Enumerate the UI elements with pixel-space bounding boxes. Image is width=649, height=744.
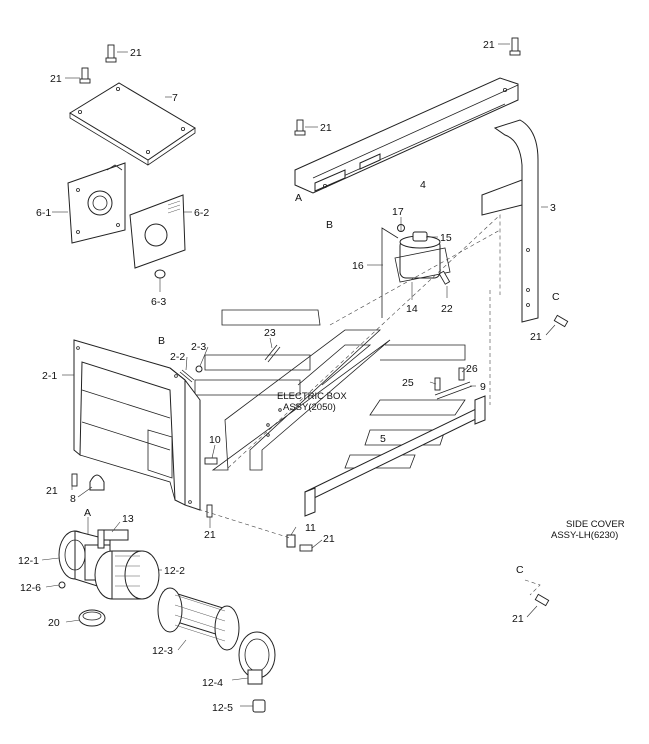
clamp-11 bbox=[286, 534, 296, 548]
bracket-8 bbox=[89, 474, 105, 491]
note-electric-box-line1: ELECTRIC BOX bbox=[277, 391, 347, 402]
label-25: 25 bbox=[402, 377, 414, 389]
bolt-icon bbox=[294, 119, 306, 136]
label-21: 21 bbox=[530, 331, 542, 343]
element-12-3 bbox=[157, 587, 240, 651]
frame-4 bbox=[294, 77, 519, 194]
label-12-3: 12-3 bbox=[152, 645, 173, 657]
label-15: 15 bbox=[440, 232, 452, 244]
label-21: 21 bbox=[320, 122, 332, 134]
label-2-1: 2-1 bbox=[42, 370, 57, 382]
bolt-icon bbox=[299, 544, 313, 552]
bolt-icon bbox=[105, 44, 117, 63]
label-9: 9 bbox=[480, 381, 486, 393]
post-3 bbox=[481, 119, 539, 323]
label-17: 17 bbox=[392, 206, 404, 218]
clamp-20 bbox=[78, 609, 106, 627]
electric-box-outline bbox=[194, 214, 501, 471]
label-22: 22 bbox=[441, 303, 453, 315]
label-C: C bbox=[516, 564, 524, 576]
label-23: 23 bbox=[264, 327, 276, 339]
bolt-icon bbox=[434, 377, 441, 391]
reservoir-tank-15 bbox=[394, 231, 451, 283]
label-21: 21 bbox=[512, 613, 524, 625]
label-21: 21 bbox=[130, 47, 142, 59]
bolt-icon bbox=[204, 457, 218, 465]
label-10: 10 bbox=[209, 434, 221, 446]
clip-2-3 bbox=[195, 365, 203, 373]
label-6-2: 6-2 bbox=[194, 207, 209, 219]
callout-labels: 21 21 7 21 21 4 A B 3 6-1 6-2 6-3 17 15 … bbox=[18, 39, 625, 714]
label-6-1: 6-1 bbox=[36, 207, 51, 219]
label-21: 21 bbox=[323, 533, 335, 545]
label-2-3: 2-3 bbox=[191, 341, 206, 353]
label-6-3: 6-3 bbox=[151, 296, 166, 308]
bar-9 bbox=[434, 381, 473, 400]
frame-2-1 bbox=[73, 339, 201, 511]
label-16: 16 bbox=[352, 260, 364, 272]
label-3: 3 bbox=[550, 202, 556, 214]
bolt-icon bbox=[79, 67, 91, 84]
label-21: 21 bbox=[46, 485, 58, 497]
bolt-icon bbox=[534, 593, 550, 607]
cover-plate-7 bbox=[69, 82, 196, 166]
bolt-icon bbox=[458, 367, 465, 381]
label-21: 21 bbox=[50, 73, 62, 85]
label-21: 21 bbox=[483, 39, 495, 51]
hose-16 bbox=[381, 227, 399, 318]
label-5: 5 bbox=[380, 433, 386, 445]
label-12-2: 12-2 bbox=[164, 565, 185, 577]
bolt-icon bbox=[509, 37, 521, 56]
label-12-1: 12-1 bbox=[18, 555, 39, 567]
bracket-6-2 bbox=[129, 194, 186, 269]
element-12-2 bbox=[94, 550, 160, 600]
bolt-icon bbox=[438, 270, 451, 285]
note-electric-box-line2: ASSY(2050) bbox=[283, 402, 336, 413]
label-14: 14 bbox=[406, 303, 418, 315]
pin-2-2 bbox=[179, 369, 195, 383]
label-20: 20 bbox=[48, 617, 60, 629]
valve-12-5 bbox=[252, 699, 266, 713]
spring-23 bbox=[264, 344, 281, 363]
clamp-13 bbox=[97, 529, 129, 549]
label-A: A bbox=[84, 507, 91, 519]
label-21: 21 bbox=[204, 529, 216, 541]
label-11: 11 bbox=[305, 522, 316, 534]
bolt-icon bbox=[71, 473, 78, 487]
note-side-cover-line1: SIDE COVER bbox=[566, 519, 625, 530]
plug-6-3 bbox=[154, 269, 166, 279]
label-2-2: 2-2 bbox=[170, 351, 185, 363]
label-B: B bbox=[158, 335, 165, 347]
bracket-6-1 bbox=[67, 162, 126, 244]
label-B: B bbox=[326, 219, 333, 231]
label-8: 8 bbox=[70, 493, 76, 505]
label-12-4: 12-4 bbox=[202, 677, 223, 689]
label-7: 7 bbox=[172, 92, 178, 104]
plug-12-6 bbox=[58, 581, 66, 589]
label-C: C bbox=[552, 291, 560, 303]
label-A: A bbox=[295, 192, 302, 204]
note-side-cover-line2: ASSY-LH(6230) bbox=[551, 530, 618, 541]
bolt-icon bbox=[553, 314, 569, 328]
bolt-icon bbox=[206, 504, 213, 518]
label-12-5: 12-5 bbox=[212, 702, 233, 714]
leader-lines bbox=[41, 43, 556, 707]
label-12-6: 12-6 bbox=[20, 582, 41, 594]
rod-5 bbox=[304, 395, 486, 517]
label-4: 4 bbox=[420, 179, 426, 191]
label-26: 26 bbox=[466, 363, 478, 375]
cover-12-4 bbox=[238, 631, 276, 685]
label-13: 13 bbox=[122, 513, 134, 525]
